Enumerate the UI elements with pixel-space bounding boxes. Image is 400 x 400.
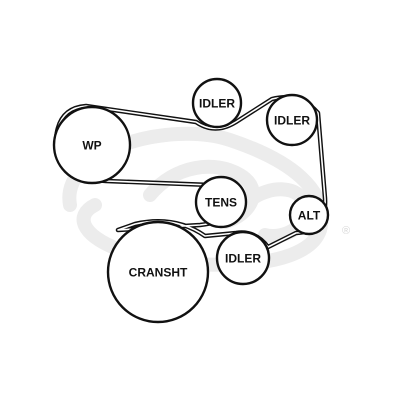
pulley-label-idler-right: IDLER xyxy=(274,114,310,128)
pulley-label-idler-top: IDLER xyxy=(199,97,235,111)
pulley-label-wp: WP xyxy=(82,139,101,153)
pulley-idler-top: IDLER xyxy=(191,77,243,129)
pulley-label-alt: ALT xyxy=(298,209,321,223)
registered-mark: ® xyxy=(342,225,350,237)
pulley-label-idler-bottom: IDLER xyxy=(225,252,261,266)
pulley-alternator: ALT xyxy=(288,194,330,236)
pulley-water-pump: WP xyxy=(52,105,132,185)
pulley-tensioner: TENS xyxy=(194,175,248,229)
pulley-idler-right: IDLER xyxy=(265,93,319,147)
pulley-label-crank: CRANSHT xyxy=(129,266,188,280)
pulley-label-tens: TENS xyxy=(205,196,237,210)
pulley-crankshaft: CRANSHT xyxy=(106,220,210,324)
pulley-idler-bottom: IDLER xyxy=(215,230,271,286)
